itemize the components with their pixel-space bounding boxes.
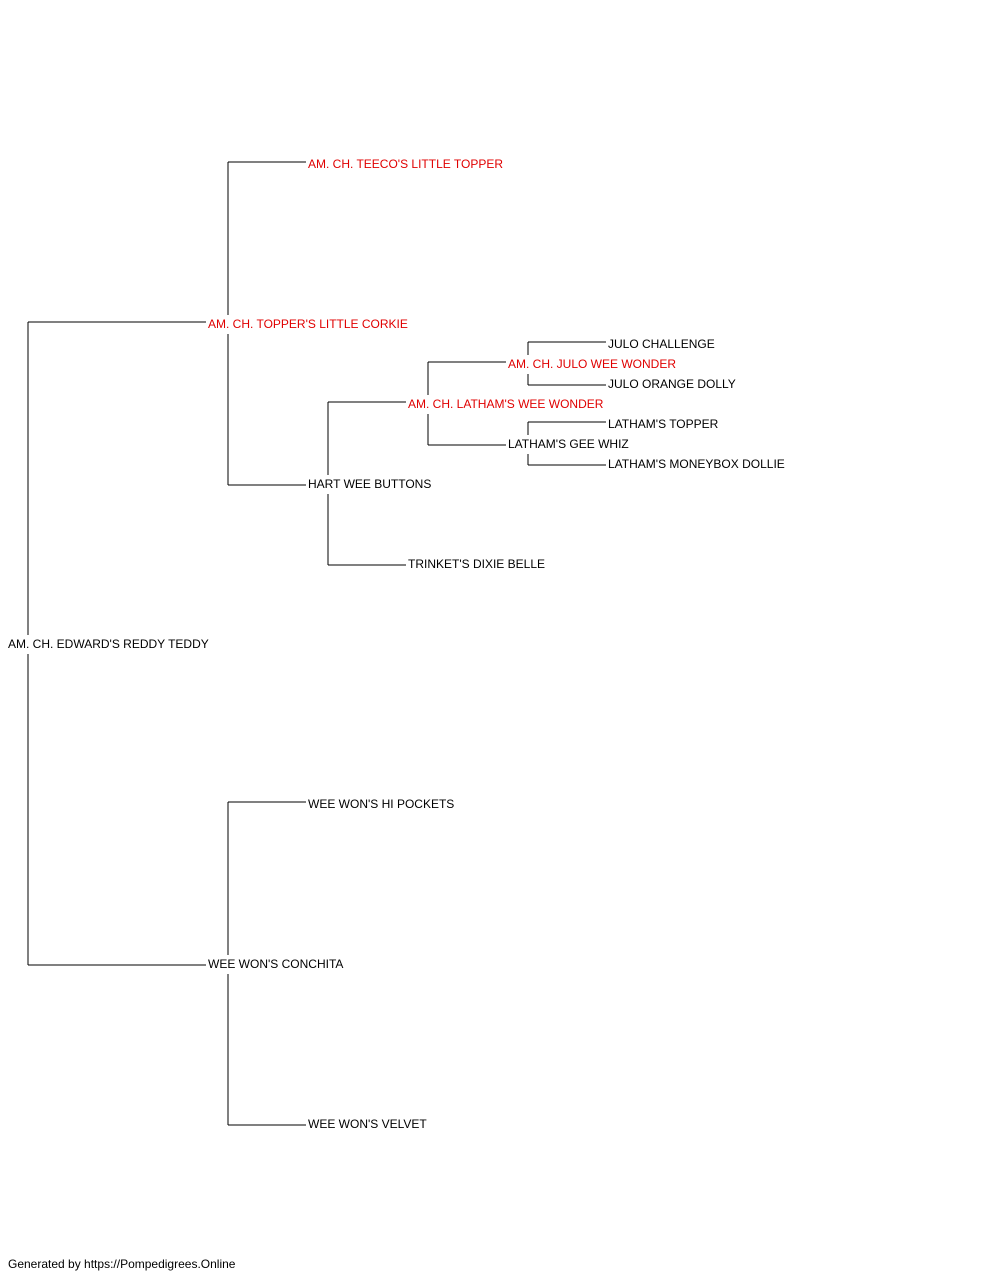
dog-name-sire-sire: AM. CH. TEECO'S LITTLE TOPPER xyxy=(308,157,503,171)
dog-name-sire-dam-sire-sire-dam: JULO ORANGE DOLLY xyxy=(608,377,736,391)
dog-name-subject: AM. CH. EDWARD'S REDDY TEDDY xyxy=(8,637,209,651)
dog-name-sire-dam: HART WEE BUTTONS xyxy=(308,477,431,491)
dog-name-sire-dam-dam: TRINKET'S DIXIE BELLE xyxy=(408,557,545,571)
dog-name-sire: AM. CH. TOPPER'S LITTLE CORKIE xyxy=(208,317,408,331)
dog-name-sire-dam-sire-dam: LATHAM'S GEE WHIZ xyxy=(508,437,629,451)
dog-name-dam-sire: WEE WON'S HI POCKETS xyxy=(308,797,454,811)
footer-credit: Generated by https://Pompedigrees.Online xyxy=(8,1257,236,1271)
pedigree-connectors xyxy=(27,161,606,1126)
dog-name-sire-dam-sire: AM. CH. LATHAM'S WEE WONDER xyxy=(408,397,604,411)
dog-name-sire-dam-sire-dam-sire: LATHAM'S TOPPER xyxy=(608,417,719,431)
pedigree-names: AM. CH. EDWARD'S REDDY TEDDY AM. CH. TOPP… xyxy=(8,157,785,1131)
dog-name-dam: WEE WON'S CONCHITA xyxy=(208,957,343,971)
dog-name-sire-dam-sire-dam-dam: LATHAM'S MONEYBOX DOLLIE xyxy=(608,457,785,471)
dog-name-sire-dam-sire-sire-sire: JULO CHALLENGE xyxy=(608,337,715,351)
dog-name-sire-dam-sire-sire: AM. CH. JULO WEE WONDER xyxy=(508,357,676,371)
dog-name-dam-dam: WEE WON'S VELVET xyxy=(308,1117,427,1131)
